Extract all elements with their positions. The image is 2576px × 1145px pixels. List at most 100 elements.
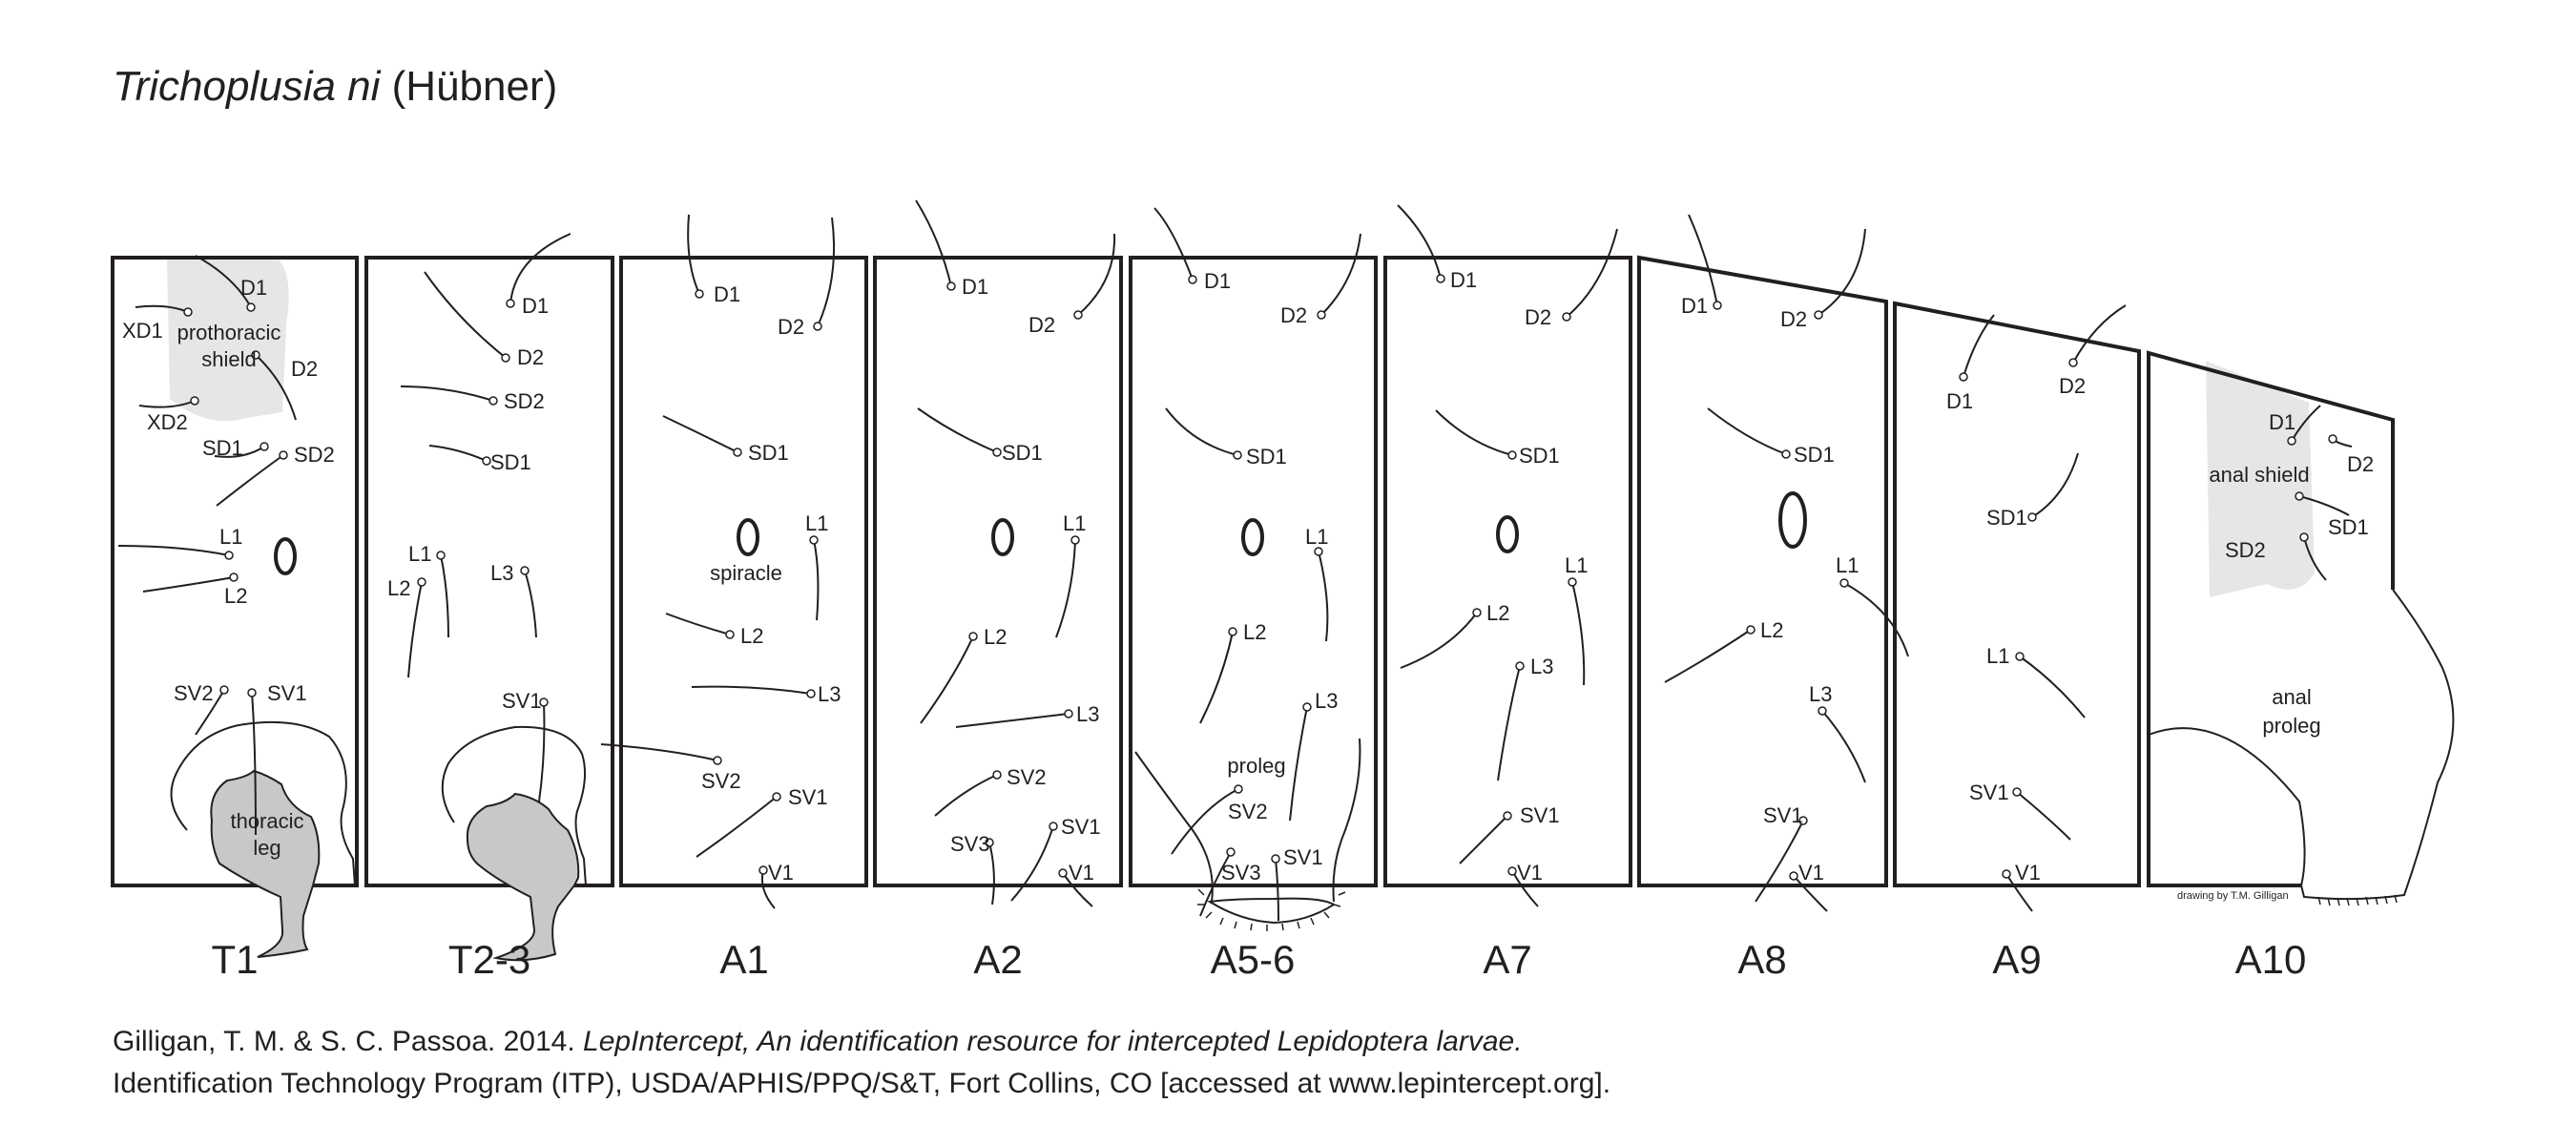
citation-work: LepIntercept, An identification resource… bbox=[583, 1026, 1523, 1057]
seta-a1-l2 bbox=[665, 613, 731, 635]
segment-label-a9: A9 bbox=[1992, 937, 2041, 982]
socket-a8-l1 bbox=[1839, 578, 1849, 588]
seta-a1-sv1 bbox=[696, 796, 778, 858]
label-a9-l1: L1 bbox=[1986, 644, 2009, 668]
label-a8-v1: V1 bbox=[1798, 861, 1824, 885]
seta-a2-l1 bbox=[1055, 539, 1076, 638]
socket-a8-d1 bbox=[1713, 301, 1722, 310]
anal-shield-shape bbox=[2206, 361, 2315, 597]
label-a9-sd1: SD1 bbox=[1986, 506, 2027, 530]
label-a10-d1: D1 bbox=[2269, 410, 2296, 434]
label-a9-d1: D1 bbox=[1946, 389, 1973, 413]
label-t1-xd1: XD1 bbox=[122, 319, 163, 343]
label-a2-l3: L3 bbox=[1076, 702, 1099, 726]
citation: Gilligan, T. M. & S. C. Passoa. 2014. Le… bbox=[113, 1021, 1610, 1105]
socket-a1-d1 bbox=[695, 289, 704, 299]
socket-a5-6-sd1 bbox=[1233, 450, 1242, 460]
seta-a7-sv1 bbox=[1459, 815, 1508, 864]
seta-a5-6-sv1 bbox=[1275, 858, 1279, 922]
label-a7-l2: L2 bbox=[1486, 601, 1509, 625]
segment-box-a10 bbox=[2147, 350, 2395, 887]
seta-a5-6-l3 bbox=[1289, 706, 1308, 822]
label-a2-l1: L1 bbox=[1063, 511, 1086, 535]
socket-a1-sd1 bbox=[733, 448, 742, 457]
t2-3-coxa-outline bbox=[441, 725, 587, 886]
socket-a1-sv2 bbox=[713, 756, 722, 765]
spiracle-a8 bbox=[1778, 491, 1807, 549]
socket-t2-3-l3 bbox=[520, 566, 530, 575]
socket-a5-6-l2 bbox=[1228, 627, 1237, 636]
label-a2-l2: L2 bbox=[984, 625, 1007, 649]
label-t2-3-d2: D2 bbox=[517, 345, 544, 369]
label-a7-v1: V1 bbox=[1517, 861, 1543, 885]
seta-a2-d2 bbox=[1077, 233, 1116, 316]
seta-a1-d2 bbox=[817, 217, 836, 327]
segment-label-a2: A2 bbox=[973, 937, 1022, 982]
label-spiracle: spiracle bbox=[710, 561, 782, 585]
anal-proleg-outline bbox=[2148, 589, 2455, 901]
socket-t2-3-d1 bbox=[506, 299, 515, 308]
socket-a7-l3 bbox=[1515, 661, 1525, 671]
label-a10-sd2: SD2 bbox=[2225, 538, 2266, 562]
label-anal-shield: anal shield bbox=[2209, 463, 2309, 487]
label-a7-l1: L1 bbox=[1565, 553, 1588, 577]
label-a1-l1: L1 bbox=[805, 511, 828, 535]
label-t1-sv2: SV2 bbox=[174, 681, 214, 705]
label-a10-d2: D2 bbox=[2347, 452, 2374, 476]
seta-a7-l2 bbox=[1400, 612, 1478, 669]
socket-a2-sv2 bbox=[992, 770, 1002, 780]
seta-t2-3-l3 bbox=[524, 570, 537, 638]
segment-box-a7 bbox=[1383, 256, 1632, 887]
figure-title: Trichoplusia ni (Hübner) bbox=[113, 63, 557, 111]
socket-a7-l2 bbox=[1472, 608, 1482, 617]
socket-a5-6-sv1 bbox=[1271, 854, 1280, 864]
label-a8-sd1: SD1 bbox=[1794, 443, 1835, 467]
seta-a1-d1 bbox=[687, 214, 700, 295]
label-a1-sv1: SV1 bbox=[788, 785, 828, 809]
socket-a10-sd1 bbox=[2295, 491, 2304, 501]
socket-a9-d1 bbox=[1959, 372, 1968, 382]
anal-proleg-crochets bbox=[2317, 894, 2398, 906]
socket-t1-l2 bbox=[229, 572, 239, 582]
socket-a9-v1 bbox=[2002, 869, 2011, 879]
socket-t1-sd1 bbox=[260, 442, 269, 451]
socket-a2-sv3 bbox=[985, 838, 994, 847]
t1-thoracic-leg bbox=[210, 769, 321, 958]
label-prothoracic-shield-line2: shield bbox=[201, 347, 256, 371]
socket-a10-sd2 bbox=[2299, 532, 2309, 542]
socket-a1-l3 bbox=[806, 689, 816, 698]
label-a8-d2: D2 bbox=[1780, 307, 1807, 331]
segment-label-a7: A7 bbox=[1483, 937, 1531, 982]
socket-t1-sv2 bbox=[219, 685, 229, 695]
label-t2-3-d1: D1 bbox=[522, 294, 549, 318]
socket-t1-xd1 bbox=[183, 307, 193, 317]
seta-a9-sv1 bbox=[2016, 791, 2071, 841]
seta-t2-3-l1 bbox=[440, 554, 449, 638]
socket-a8-l2 bbox=[1746, 625, 1755, 635]
seta-a7-d1 bbox=[1397, 204, 1442, 280]
socket-a2-d1 bbox=[946, 281, 956, 291]
segment-box-a1 bbox=[619, 256, 868, 887]
socket-a5-6-sv2 bbox=[1234, 784, 1243, 794]
seta-a7-l1 bbox=[1571, 581, 1586, 686]
label-anal-proleg-line2: proleg bbox=[2262, 714, 2320, 738]
seta-a1-l3 bbox=[691, 685, 812, 695]
seta-a2-sv1 bbox=[1010, 825, 1054, 902]
prothoracic-shield-shape bbox=[167, 260, 289, 422]
spiracle-a2 bbox=[991, 518, 1014, 556]
seta-t2-3-d2 bbox=[424, 271, 507, 359]
t2-3-thoracic-leg bbox=[466, 792, 580, 962]
label-t1-l2: L2 bbox=[224, 584, 247, 608]
segment-box-a9 bbox=[1893, 301, 2141, 887]
seta-t2-3-sd2 bbox=[400, 385, 494, 402]
socket-a9-l1 bbox=[2015, 652, 2025, 661]
socket-a7-d1 bbox=[1436, 274, 1445, 283]
segment-box-a2 bbox=[873, 256, 1123, 887]
socket-a1-sv1 bbox=[772, 792, 781, 802]
socket-a8-sv1 bbox=[1798, 816, 1808, 825]
label-a5-6-sv1: SV1 bbox=[1283, 845, 1323, 869]
seta-a9-l1 bbox=[2019, 656, 2086, 718]
spiracle-t1 bbox=[274, 537, 297, 575]
label-a5-6-l2: L2 bbox=[1243, 620, 1266, 644]
label-thoracic-leg-line2: leg bbox=[253, 836, 280, 860]
